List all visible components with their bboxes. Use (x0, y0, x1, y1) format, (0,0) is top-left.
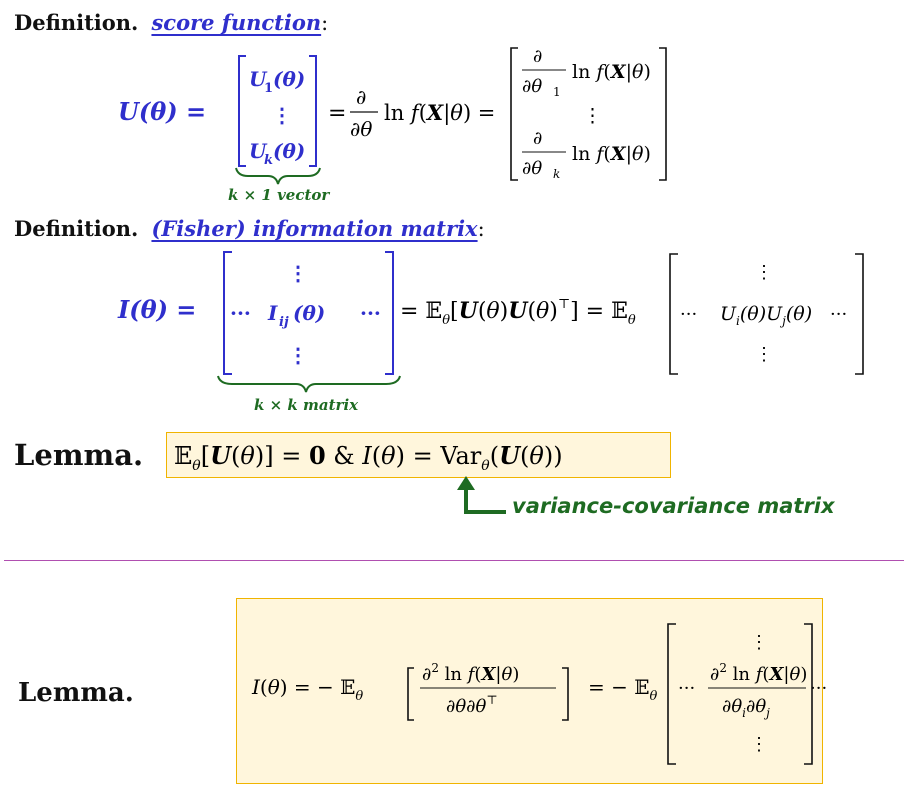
lemma-2-box (236, 598, 823, 784)
svg-text:∂θ: ∂θ (350, 117, 372, 141)
score-function-equation: U(θ) = U 1 (θ) ⋮ U k (θ) = ∂ ∂θ ln f(X|θ… (118, 46, 667, 185)
svg-text:⋮: ⋮ (755, 262, 773, 283)
svg-text:(θ): (θ) (273, 139, 305, 163)
svg-text:ln f(X|θ): ln f(X|θ) (572, 143, 651, 165)
svg-text:I: I (267, 301, 278, 325)
svg-text:(θ): (θ) (273, 67, 305, 91)
svg-text:∂2 ln f(X|θ): ∂2 ln f(X|θ) (710, 661, 807, 685)
colon: : (477, 217, 485, 241)
svg-text:⋮: ⋮ (755, 344, 773, 365)
svg-text:1: 1 (264, 81, 273, 96)
svg-text:∂θ∂θ⊤: ∂θ∂θ⊤ (446, 693, 498, 717)
arrow-icon (457, 476, 506, 514)
svg-text:ij: ij (279, 315, 289, 330)
svg-text:∂θ: ∂θ (522, 158, 542, 179)
svg-text:⋮: ⋮ (583, 105, 602, 127)
definition-1-header: Definition. score function: (14, 10, 328, 35)
definition-label: Definition. (14, 216, 139, 241)
svg-text:(θ): (θ) (293, 301, 325, 325)
svg-text:⋮: ⋮ (288, 261, 308, 285)
fisher-information-equation: I(θ) = ⋮ ··· I ij (θ) ··· ⋮ = 𝔼θ[U(θ)U(θ… (117, 251, 864, 393)
svg-text:=: = (328, 101, 346, 126)
svg-text:U: U (249, 67, 268, 91)
svg-text:ln f(X|θ): ln f(X|θ) (572, 61, 651, 83)
term-score-function: score function (151, 10, 322, 35)
svg-text:= − 𝔼θ: = − 𝔼θ (588, 675, 657, 704)
svg-text:U(θ) =: U(θ) = (118, 97, 206, 126)
svg-text:···: ··· (230, 301, 251, 325)
svg-text:∂: ∂ (533, 128, 542, 149)
svg-text:U: U (249, 139, 268, 163)
svg-text:I(θ) = − 𝔼θ: I(θ) = − 𝔼θ (251, 675, 363, 704)
svg-text:⋮: ⋮ (750, 632, 768, 653)
svg-text:k: k (553, 167, 560, 181)
svg-text:⋮: ⋮ (272, 103, 292, 127)
svg-text:⋮: ⋮ (288, 343, 308, 367)
definition-2-header: Definition. (Fisher) information matrix: (14, 216, 485, 241)
svg-text:1: 1 (553, 85, 561, 99)
variance-covariance-annotation: variance-covariance matrix (512, 494, 835, 518)
svg-text:∂2 ln f(X|θ): ∂2 ln f(X|θ) (422, 661, 519, 685)
divider (4, 560, 904, 561)
brace-label-vector: k × 1 vector (228, 186, 330, 204)
svg-text:k: k (264, 153, 273, 168)
svg-text:∂: ∂ (533, 46, 542, 67)
svg-text:I(θ) =: I(θ) = (117, 295, 196, 324)
svg-text:···: ··· (680, 304, 697, 325)
term-fisher-information-matrix: (Fisher) information matrix (151, 216, 478, 241)
svg-text:⋮: ⋮ (750, 734, 768, 755)
lemma-1-label: Lemma. (14, 438, 144, 472)
lemma-1-equation: 𝔼θ[U(θ)] = 0 & I(θ) = Varθ(U(θ)) (174, 441, 563, 474)
svg-text:ln f(X|θ) =: ln f(X|θ) = (384, 100, 495, 126)
svg-text:𝔼θ[U(θ)] = 0 & I(θ) = Var: 𝔼θ[U(θ)] = 0 & I(θ) = Varθ(U(θ)) (174, 441, 563, 474)
svg-text:···: ··· (810, 678, 826, 699)
lemma-2-label: Lemma. (18, 678, 134, 708)
svg-text:= 𝔼θ[U(θ)U(θ)⊤] = 𝔼θ: = 𝔼θ[U(θ)U(θ)⊤] = 𝔼θ (400, 297, 636, 328)
svg-text:···: ··· (360, 301, 381, 325)
colon: : (321, 11, 329, 35)
lemma-2-equation: I(θ) = − 𝔼θ ∂2 ln f(X|θ) ∂θ∂θ⊤ = − 𝔼θ ⋮ … (251, 623, 826, 765)
definition-label: Definition. (14, 10, 139, 35)
brace-label-matrix: k × k matrix (254, 396, 359, 414)
svg-text:···: ··· (678, 678, 695, 699)
svg-text:Ui(θ)Uj(θ): Ui(θ)Uj(θ) (720, 303, 812, 328)
svg-text:···: ··· (830, 304, 847, 325)
lemma-1-box (166, 432, 671, 478)
svg-text:∂θ: ∂θ (522, 76, 542, 97)
svg-text:∂: ∂ (356, 85, 366, 109)
svg-text:∂θi∂θj: ∂θi∂θj (722, 696, 770, 720)
